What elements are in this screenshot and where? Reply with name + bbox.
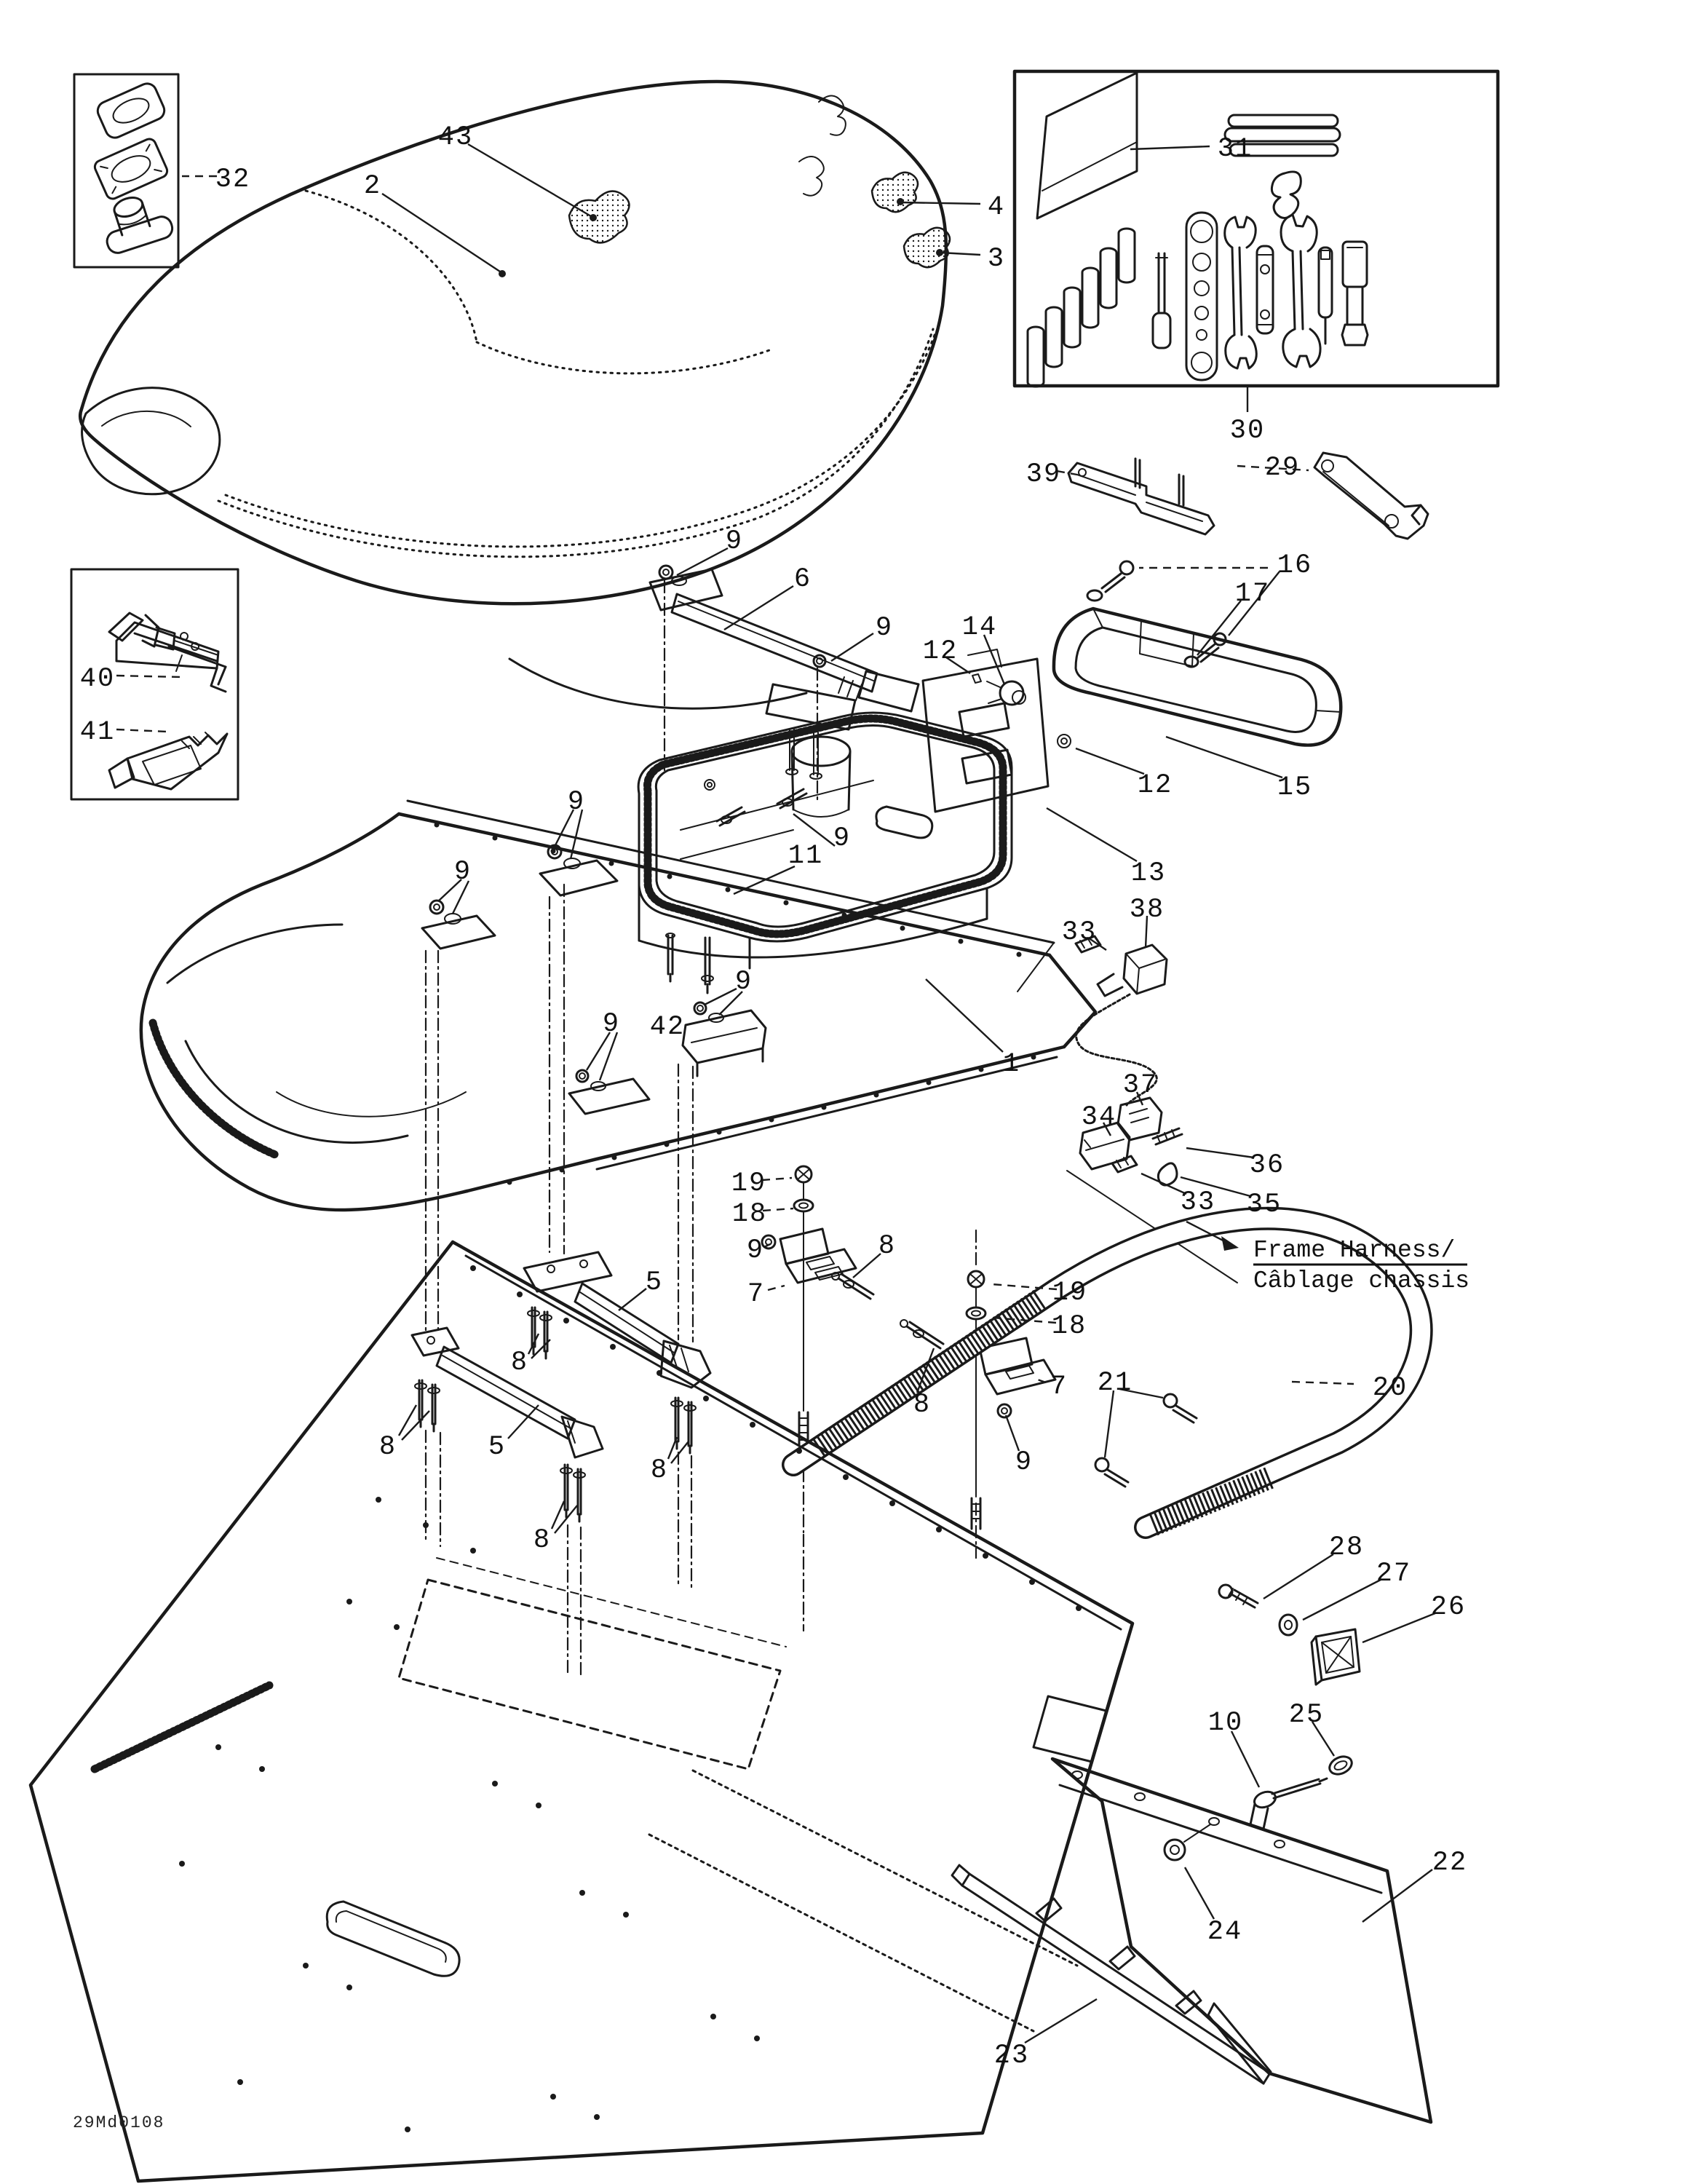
latch-26-group: [1218, 1583, 1361, 1686]
callout-8: 8: [379, 1432, 397, 1463]
ref-box-32: [73, 73, 180, 269]
open-end-wrench: [1223, 215, 1258, 370]
callout-40: 40: [80, 664, 115, 695]
screwdriver: [1151, 252, 1172, 349]
callout-35: 35: [1247, 1190, 1282, 1220]
callout-28: 28: [1329, 1532, 1364, 1563]
callout-5: 5: [488, 1432, 506, 1463]
callout-18: 18: [732, 1199, 767, 1230]
callout-43: 43: [438, 122, 473, 153]
callout-6: 6: [794, 564, 812, 595]
callout-26: 26: [1431, 1592, 1466, 1623]
callout-9: 9: [833, 823, 851, 854]
callout-33: 33: [1181, 1187, 1215, 1218]
callout-9: 9: [747, 1235, 764, 1266]
callout-8: 8: [651, 1455, 668, 1486]
callout-7: 7: [747, 1279, 765, 1310]
socket-pouch: [1026, 227, 1136, 388]
callout-39: 39: [1026, 459, 1061, 490]
tube-tool: [1255, 245, 1274, 335]
callout-38: 38: [1130, 895, 1165, 925]
crossbar-5-upper: [523, 1251, 712, 1455]
callout-19: 19: [1052, 1278, 1087, 1308]
bracket-39: [1067, 457, 1215, 536]
callout-17: 17: [1235, 579, 1270, 609]
spring-band: [1223, 114, 1341, 157]
callout-27: 27: [1376, 1559, 1411, 1589]
tunnel: [28, 1240, 1135, 2183]
callout-2: 2: [364, 171, 381, 202]
callout-3: 3: [988, 244, 1005, 274]
extension-rod: [1317, 246, 1333, 345]
hook-tool: [1270, 170, 1302, 219]
callout-9: 9: [726, 526, 743, 557]
frame-harness-note-fr: Câblage chassis: [1253, 1267, 1469, 1294]
callout-9: 9: [454, 857, 472, 887]
callout-9: 9: [568, 787, 585, 818]
callout-30: 30: [1230, 416, 1265, 446]
seat: [78, 79, 951, 780]
flap-strip-23: [951, 1864, 1272, 2085]
callout-7: 7: [1050, 1372, 1068, 1402]
callout-33: 33: [1062, 917, 1097, 948]
frame-harness-note-en: Frame Harness/: [1253, 1237, 1455, 1264]
callout-leader-lines: [116, 143, 1436, 2044]
drawing-code: 29Md0108: [73, 2113, 164, 2132]
callout-9: 9: [1015, 1447, 1033, 1478]
callout-41: 41: [80, 717, 115, 748]
callout-8: 8: [878, 1231, 896, 1262]
callout-8: 8: [533, 1525, 551, 1556]
callout-31: 31: [1218, 134, 1253, 165]
multi-hole-wrench: [1185, 211, 1218, 381]
ref-box-40-41: [70, 568, 239, 801]
callout-37: 37: [1123, 1070, 1158, 1101]
callout-22: 22: [1432, 1848, 1467, 1878]
frame-deck-1: [139, 799, 1098, 1343]
callout-24: 24: [1207, 1917, 1242, 1947]
callout-4: 4: [988, 192, 1005, 223]
callout-21: 21: [1098, 1368, 1132, 1398]
callout-13: 13: [1131, 858, 1166, 889]
harness-38: [1066, 935, 1238, 1283]
callout-32: 32: [215, 165, 250, 195]
callout-8: 8: [511, 1348, 528, 1378]
callout-20: 20: [1373, 1373, 1408, 1404]
callout-15: 15: [1277, 772, 1312, 803]
callout-11: 11: [788, 841, 823, 871]
frame-harness-note: Frame Harness/ Câblage chassis: [1253, 1237, 1469, 1294]
callout-36: 36: [1250, 1150, 1285, 1181]
callout-18: 18: [1052, 1311, 1087, 1342]
seat-strap-6: [648, 564, 920, 801]
callout-19: 19: [731, 1168, 766, 1199]
taillight-assembly: [921, 560, 1343, 813]
callout-9: 9: [603, 1009, 620, 1040]
callout-9: 9: [876, 613, 893, 644]
callout-25: 25: [1289, 1700, 1324, 1730]
callout-29: 29: [1265, 453, 1300, 483]
callout-14: 14: [962, 612, 997, 643]
callout-23: 23: [994, 2041, 1029, 2071]
callout-12: 12: [923, 636, 958, 667]
bumper-20: [782, 1206, 1433, 1539]
callout-34: 34: [1082, 1102, 1116, 1133]
callout-42: 42: [650, 1012, 685, 1042]
spark-plug-socket: [1341, 240, 1369, 347]
callout-8: 8: [913, 1390, 931, 1420]
storage-box-11: [637, 711, 1013, 970]
callout-1: 1: [1003, 1049, 1020, 1080]
toolkit-box: [1012, 69, 1500, 388]
callout-9: 9: [735, 967, 753, 997]
callout-5: 5: [646, 1267, 663, 1298]
callout-12: 12: [1138, 770, 1173, 801]
wrench-29: [1313, 451, 1429, 540]
crossbar-5-lower: [410, 1326, 604, 1523]
bracket-7-left: [761, 1165, 875, 1534]
double-open-wrench: [1280, 213, 1322, 368]
callout-10: 10: [1208, 1708, 1243, 1738]
callout-16: 16: [1277, 550, 1312, 581]
frame-harness-arrowhead: [1221, 1236, 1239, 1251]
